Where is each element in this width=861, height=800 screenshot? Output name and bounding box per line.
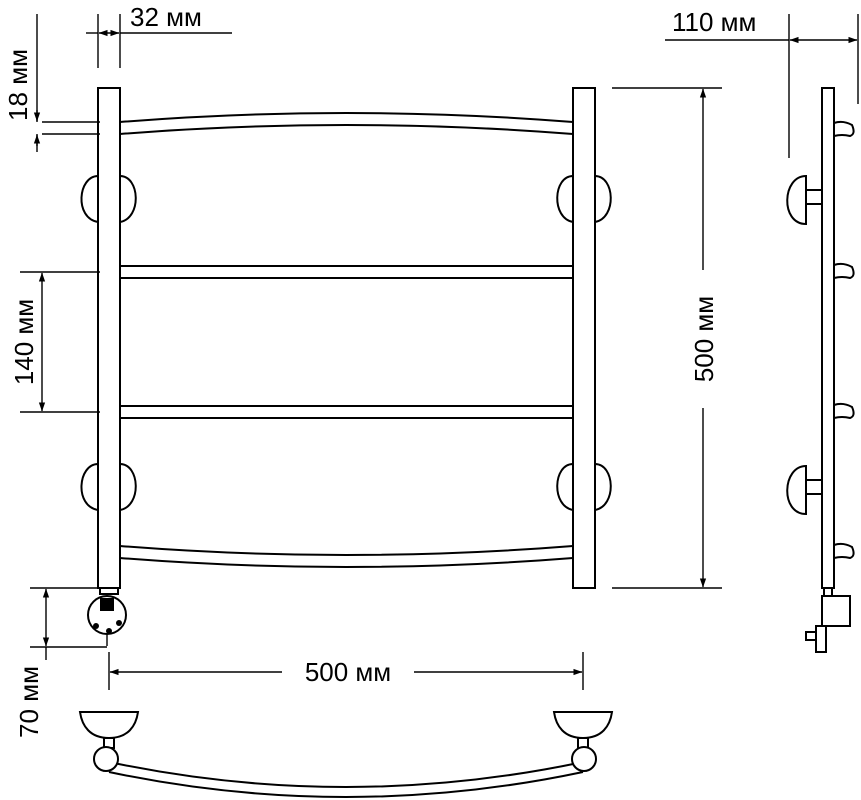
dim-label-rung-spacing: 140 мм: [9, 299, 39, 385]
wall-mount-top-right: [556, 174, 612, 224]
dimension-lines: [20, 14, 859, 690]
left-vertical-bar: [97, 87, 121, 589]
rung-top: [119, 112, 574, 135]
front-view: [78, 87, 614, 798]
rung-2: [120, 265, 573, 279]
rung-3: [120, 405, 573, 419]
side-bracket-bottom: [786, 464, 823, 516]
top-view: [78, 711, 614, 798]
wall-mount-top-left: [80, 174, 137, 224]
rung-bottom: [119, 545, 574, 568]
dim-label-top-offset: 18 мм: [3, 49, 33, 121]
dim-label-wall-distance: 110 мм: [672, 7, 756, 37]
side-bar: [821, 87, 835, 589]
wall-mount-bottom-right: [556, 462, 612, 512]
side-view: [786, 87, 855, 653]
wall-mount-bottom-left: [80, 462, 137, 512]
dim-label-bar-width: 32 мм: [130, 2, 202, 32]
side-heater: [805, 587, 851, 653]
side-bracket-top: [786, 174, 823, 226]
heating-element: [87, 587, 127, 646]
right-vertical-bar: [572, 87, 596, 589]
dim-label-center-width: 500 мм: [305, 657, 391, 687]
dim-label-heater-offset: 70 мм: [14, 666, 44, 738]
dim-label-total-height: 500 мм: [689, 296, 719, 382]
